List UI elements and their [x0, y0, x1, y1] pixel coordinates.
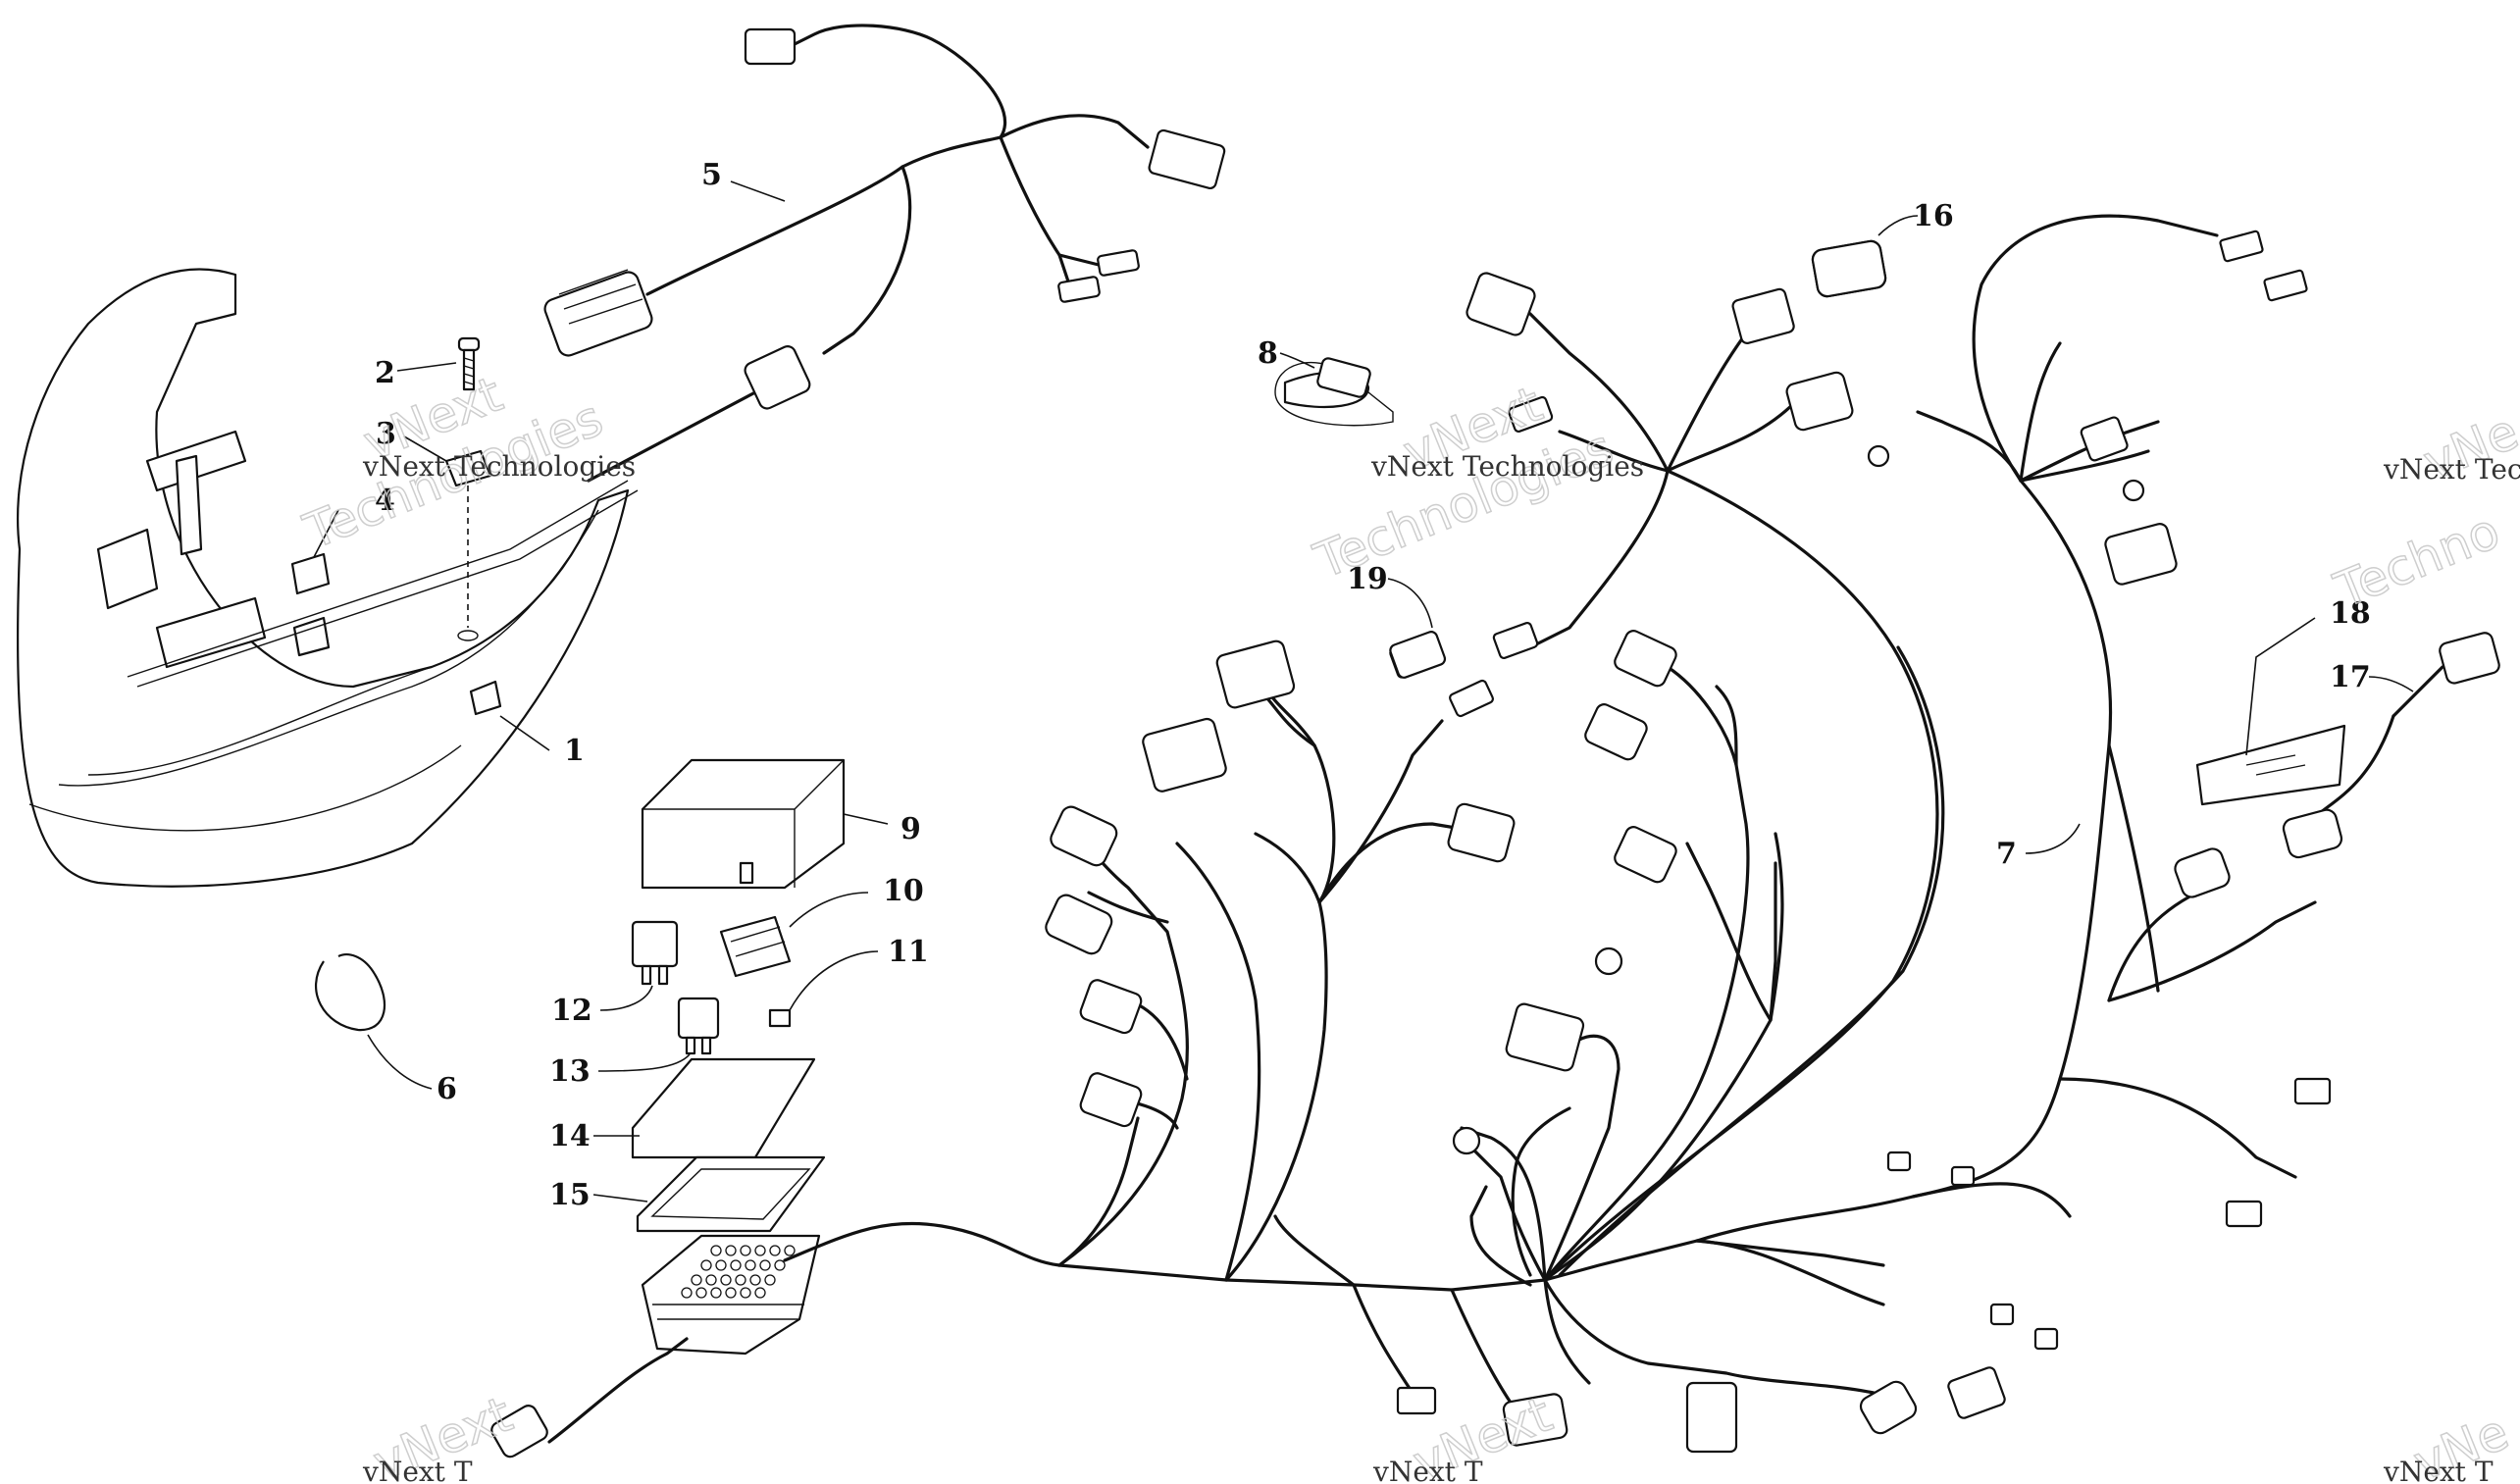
watermark-line: vNext Technologies — [1370, 450, 1644, 483]
callout-1: 1 — [564, 734, 585, 768]
leader-10 — [789, 892, 869, 928]
leader-9 — [843, 813, 889, 825]
watermark-text: Techno — [2327, 502, 2507, 619]
leader-19 — [1387, 578, 1433, 629]
relay-12 — [631, 920, 679, 986]
callout-17: 17 — [2330, 660, 2371, 694]
ring-clamp — [314, 953, 386, 1032]
fuse-box-base — [641, 1234, 821, 1356]
watermark-line: vNext Tec — [2383, 453, 2520, 486]
clip-nut — [444, 449, 492, 641]
connector-16 — [1811, 239, 1887, 298]
watermark-line: vNext T — [362, 1456, 473, 1484]
callout-19: 19 — [1347, 562, 1388, 596]
callout-16: 16 — [1913, 199, 1954, 233]
fuse-label-grid — [631, 1057, 816, 1159]
callout-12: 12 — [551, 994, 592, 1028]
leader-16 — [1877, 215, 1919, 236]
headlight-harness — [543, 24, 1226, 483]
leader-18 — [2245, 617, 2316, 756]
leader-12 — [599, 985, 653, 1011]
watermark-bottom: vNext vNext T vNext vNext T vNe vNext T — [362, 1385, 2517, 1484]
watermark-center: vNext Technologies vNext Technologies — [1306, 375, 1644, 590]
fuse-box-cover — [641, 758, 846, 890]
leader-5 — [730, 180, 786, 202]
bulb-socket — [1274, 357, 1394, 427]
callout-10: 10 — [883, 874, 924, 908]
callout-8: 8 — [1258, 336, 1278, 371]
fuse-block-small — [719, 915, 792, 978]
blade-fuse — [768, 1008, 792, 1028]
watermark-line: vNext Technologies — [362, 450, 636, 483]
callout-2: 2 — [375, 356, 395, 390]
fuse-box-gasket — [636, 1155, 826, 1233]
label-sticker — [2195, 724, 2346, 806]
leader-2 — [396, 362, 457, 372]
leader-15 — [592, 1194, 648, 1203]
callout-18: 18 — [2330, 596, 2371, 631]
main-harness — [547, 214, 2464, 1444]
callout-7: 7 — [1996, 837, 2017, 871]
callout-11: 11 — [888, 935, 929, 969]
callout-14: 14 — [549, 1119, 591, 1153]
watermark-line: vNext T — [1372, 1456, 1483, 1484]
callout-13: 13 — [549, 1054, 591, 1089]
leader-17 — [2368, 676, 2414, 692]
leader-11 — [789, 950, 879, 1011]
callout-5: 5 — [701, 158, 722, 192]
leader-13 — [597, 1053, 691, 1072]
leader-7 — [2025, 823, 2081, 854]
callout-9: 9 — [900, 812, 921, 846]
leader-8 — [1279, 352, 1315, 369]
connector-19 — [1389, 631, 1447, 679]
bracket — [290, 552, 331, 595]
leader-6 — [367, 1034, 433, 1090]
leader-1 — [499, 715, 550, 751]
screw — [457, 336, 481, 391]
callout-15: 15 — [549, 1178, 591, 1212]
callout-4: 4 — [375, 484, 395, 518]
leader-4 — [313, 509, 339, 558]
callout-3: 3 — [376, 417, 396, 451]
watermark-right: vNe Techno vNext Tec — [2326, 402, 2520, 620]
watermark-line: vNext T — [2383, 1456, 2494, 1484]
headlight-housing — [16, 268, 639, 888]
leader-3 — [403, 435, 447, 462]
callout-6: 6 — [437, 1072, 457, 1106]
relay-13 — [677, 997, 720, 1055]
